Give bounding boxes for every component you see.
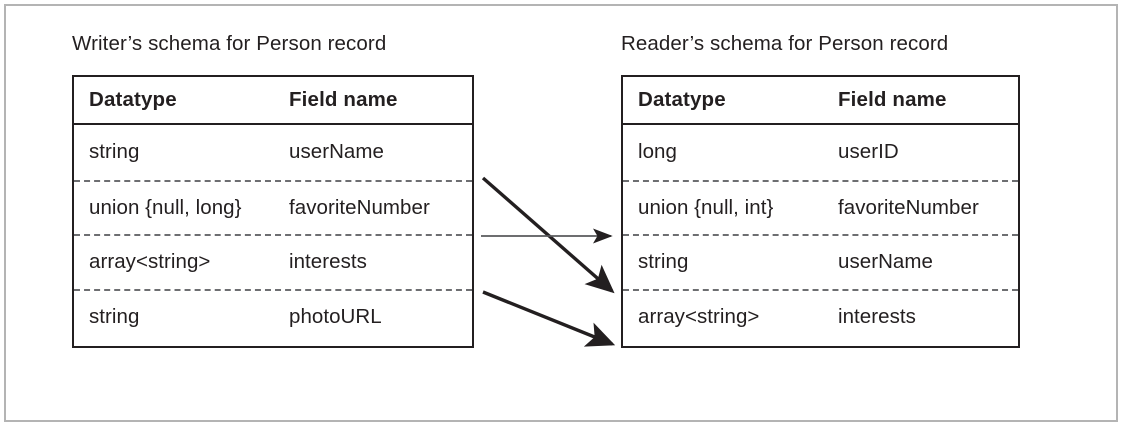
arrow-username-to-username — [481, 176, 615, 294]
reader-panel-title: Reader’s schema for Person record — [621, 32, 949, 55]
writer-schema-table: Datatype Field name string userName unio… — [72, 75, 474, 348]
table-row: array<string> interests — [623, 288, 1018, 344]
writer-panel-title: Writer’s schema for Person record — [72, 32, 387, 55]
writer-header-field-name: Field name — [289, 88, 398, 111]
reader-row-1-field-name: favoriteNumber — [838, 195, 979, 219]
writer-row-1-datatype: union {null, long} — [89, 195, 242, 219]
reader-header-field-name: Field name — [838, 88, 947, 111]
reader-header-datatype: Datatype — [638, 88, 726, 111]
table-row: string userName — [74, 125, 472, 180]
writer-table-header-row: Datatype Field name — [74, 77, 472, 125]
table-row: union {null, long} favoriteNumber — [74, 179, 472, 235]
reader-row-0-datatype: long — [638, 140, 677, 164]
reader-row-3-datatype: array<string> — [638, 304, 760, 328]
arrow-interests-to-interests — [482, 290, 616, 347]
reader-row-1-datatype: union {null, int} — [638, 195, 774, 219]
writer-row-0-field-name: userName — [289, 140, 384, 164]
table-row: string userName — [623, 234, 1018, 289]
reader-row-3-field-name: interests — [838, 304, 916, 328]
reader-row-2-datatype: string — [638, 250, 689, 274]
table-row: string photoURL — [74, 288, 472, 344]
table-row: union {null, int} favoriteNumber — [623, 179, 1018, 235]
writer-row-3-datatype: string — [89, 304, 140, 328]
table-row: array<string> interests — [74, 234, 472, 289]
reader-row-2-field-name: userName — [838, 250, 933, 274]
reader-table-header-row: Datatype Field name — [623, 77, 1018, 125]
reader-row-0-field-name: userID — [838, 140, 899, 164]
writer-row-1-field-name: favoriteNumber — [289, 195, 430, 219]
reader-schema-table: Datatype Field name long userID union {n… — [621, 75, 1020, 348]
writer-row-0-datatype: string — [89, 140, 140, 164]
writer-row-2-field-name: interests — [289, 250, 367, 274]
writer-header-datatype: Datatype — [89, 88, 177, 111]
writer-row-2-datatype: array<string> — [89, 250, 211, 274]
table-row: long userID — [623, 125, 1018, 180]
writer-row-3-field-name: photoURL — [289, 304, 382, 328]
